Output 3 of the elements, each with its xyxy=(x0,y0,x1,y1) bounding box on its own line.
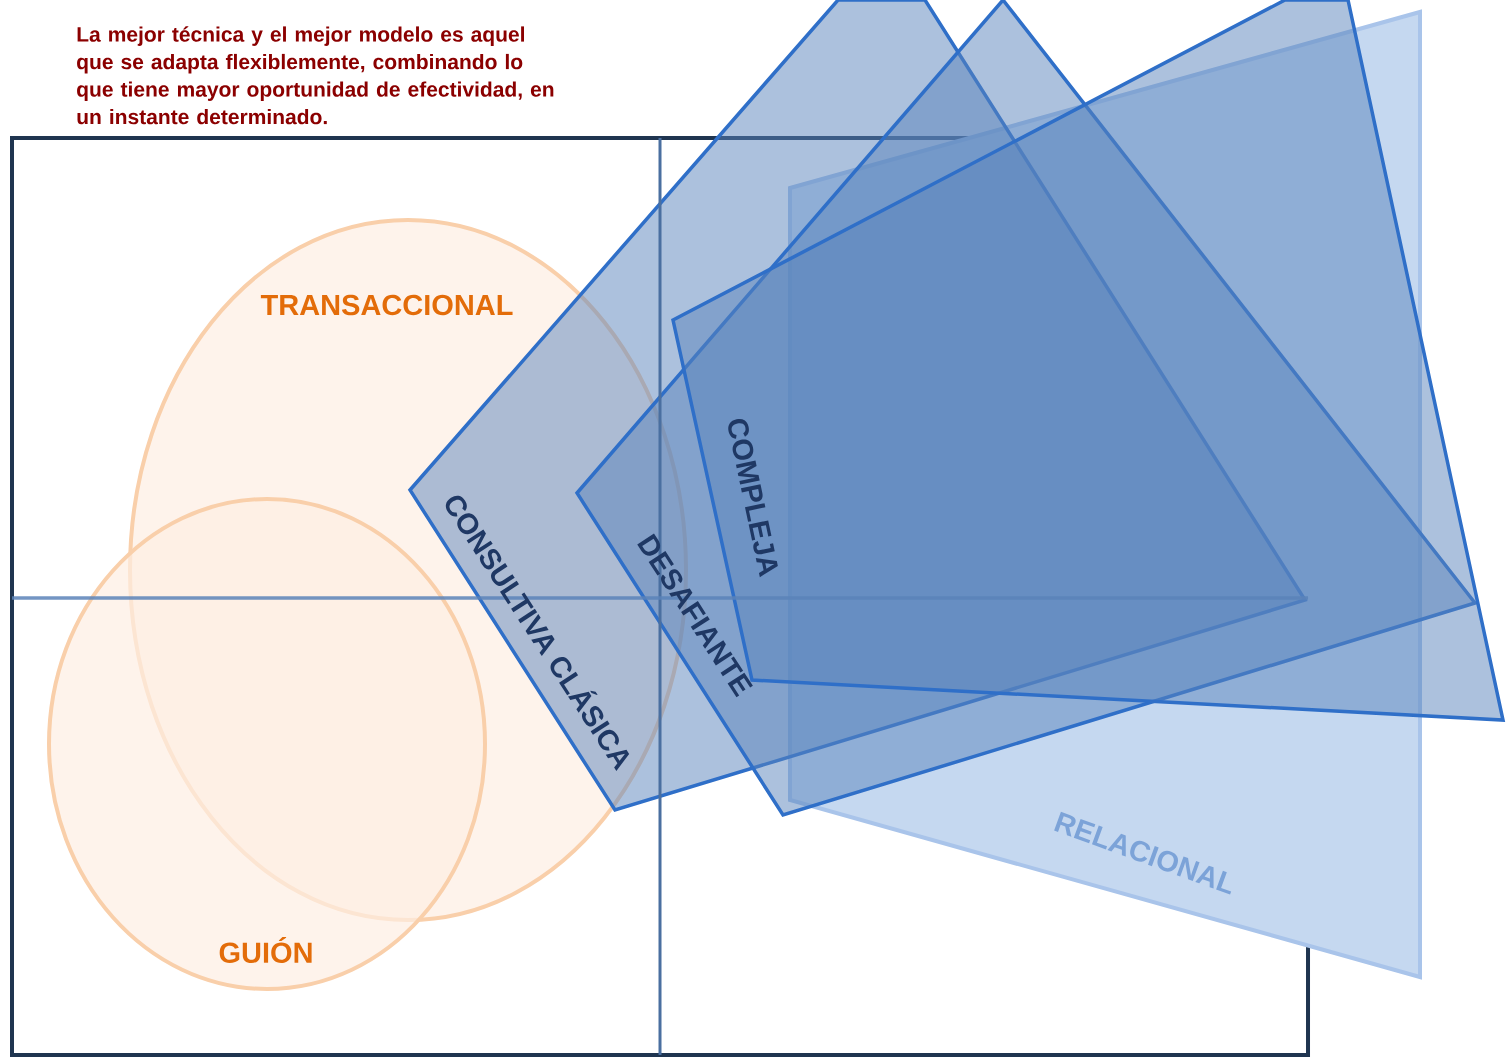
shape-label: TRANSACCIONAL xyxy=(260,294,513,316)
shape-label: GUIÓN xyxy=(219,937,312,963)
note-text: La mejor técnica y el mejor modelo es aquel que se adapta flexiblemente, combinando lo que tiene mayor oportunidad de efectividad, en un instante determinado. xyxy=(77,26,554,125)
